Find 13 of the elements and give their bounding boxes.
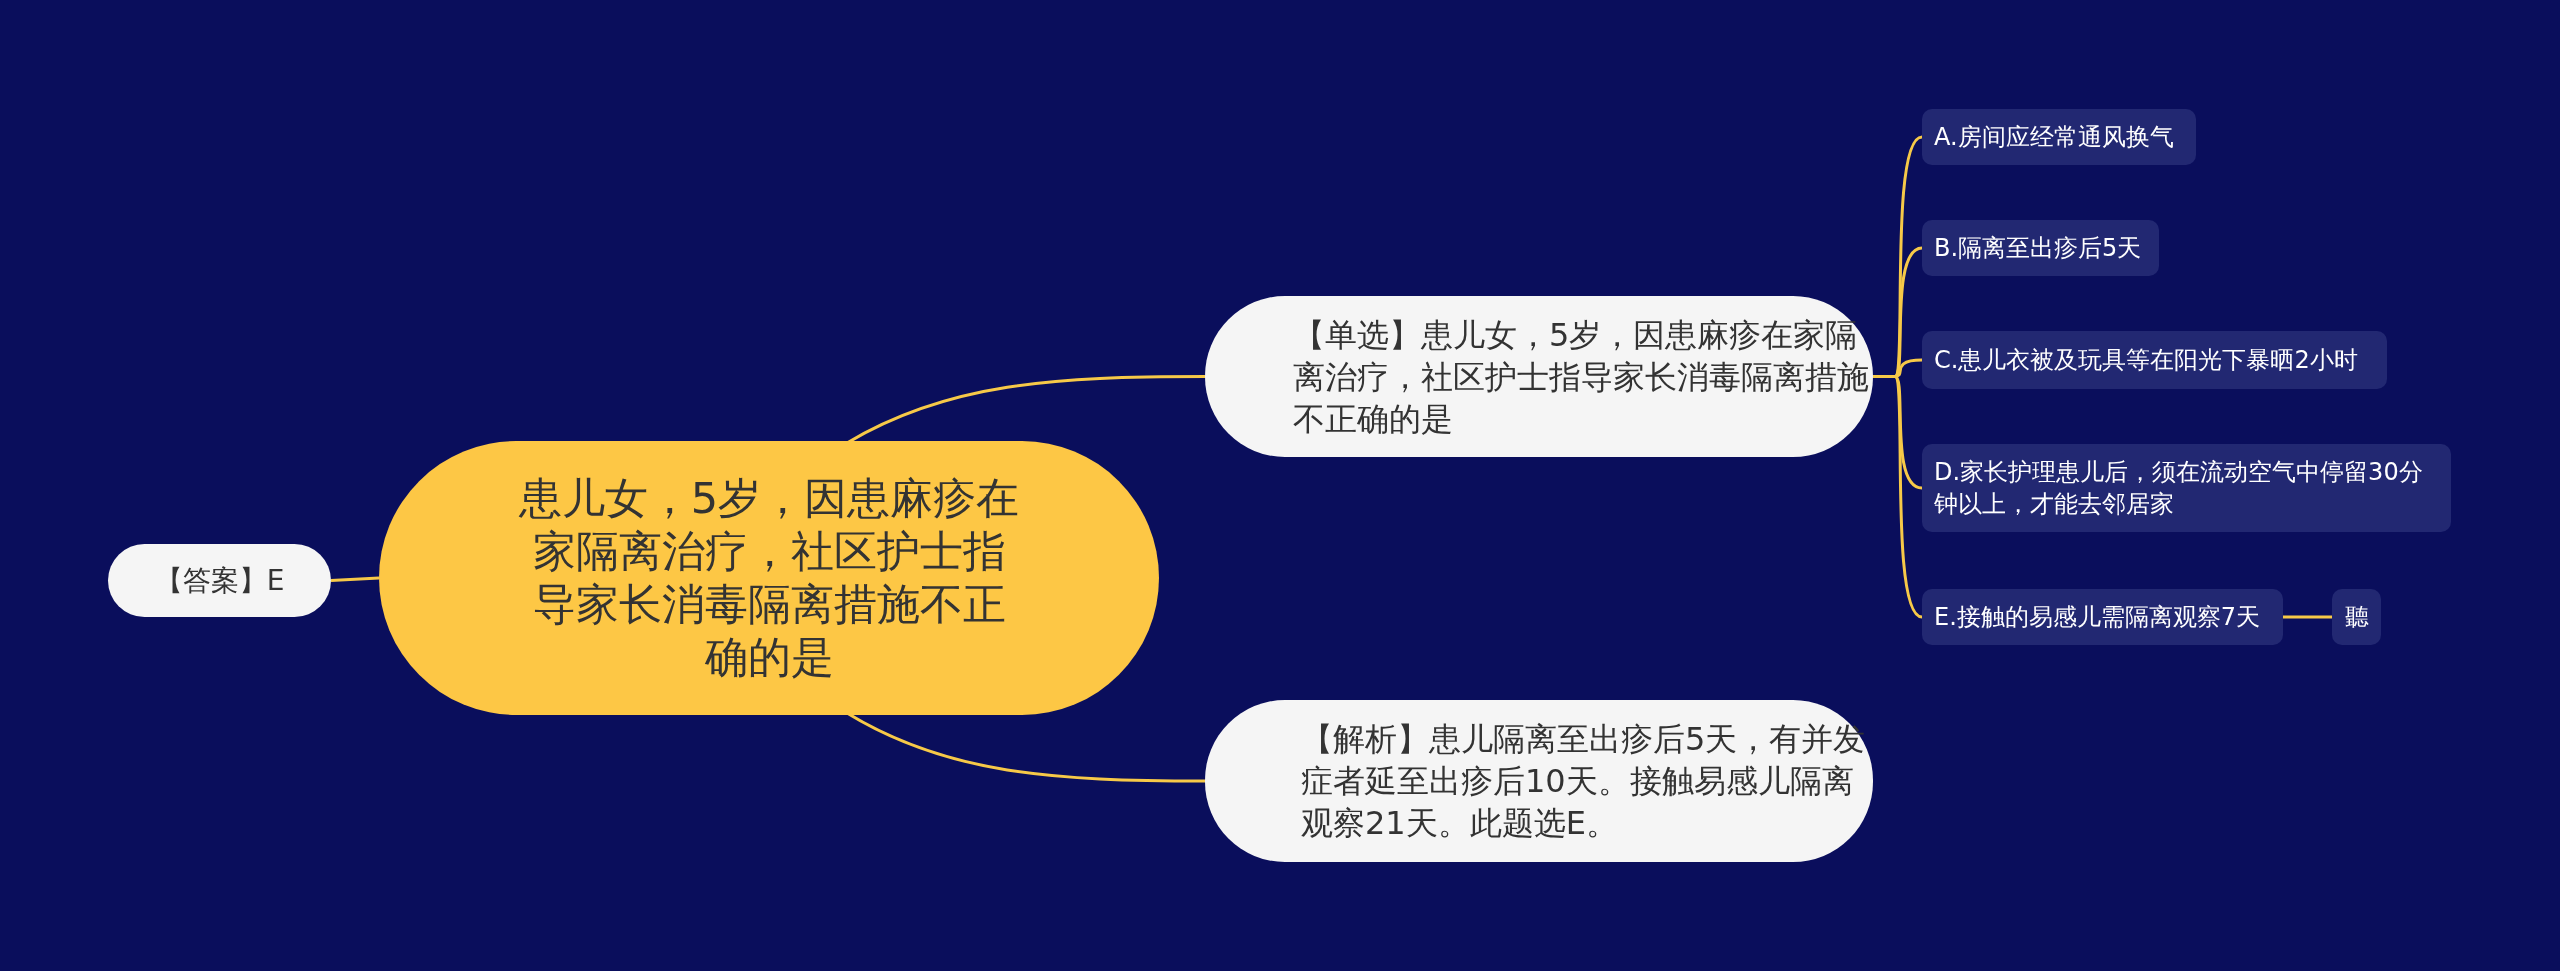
option-box: B.隔离至出疹后5天 — [1922, 220, 2159, 276]
connector-line — [2283, 615, 2332, 619]
option-box: E.接触的易感儿需隔离观察7天 — [1922, 589, 2283, 645]
answer-topic: 【答案】E — [108, 544, 331, 617]
question-topic: 【单选】患儿女，5岁，因患麻疹在家隔离治疗，社区护士指导家长消毒隔离措施不正确的是 — [1205, 296, 1873, 457]
connector-line — [1873, 375, 1923, 619]
option-box: D.家长护理患儿后，须在流动空气中停留30分钟以上，才能去邻居家 — [1922, 444, 2451, 532]
analysis-topic: 【解析】患儿隔离至出疹后5天，有并发症者延至出疹后10天。接触易感儿隔离观察21天。此题选E。 — [1205, 700, 1873, 862]
option-box: A.房间应经常通风换气 — [1922, 109, 2196, 165]
central-topic: 患儿女，5岁，因患麻疹在家隔离治疗，社区护士指导家长消毒隔离措施不正确的是 — [379, 441, 1159, 715]
connector-line — [330, 576, 380, 582]
option-box: C.患儿衣被及玩具等在阳光下暴晒2小时 — [1922, 331, 2387, 389]
option-box: 聽 — [2332, 589, 2381, 645]
